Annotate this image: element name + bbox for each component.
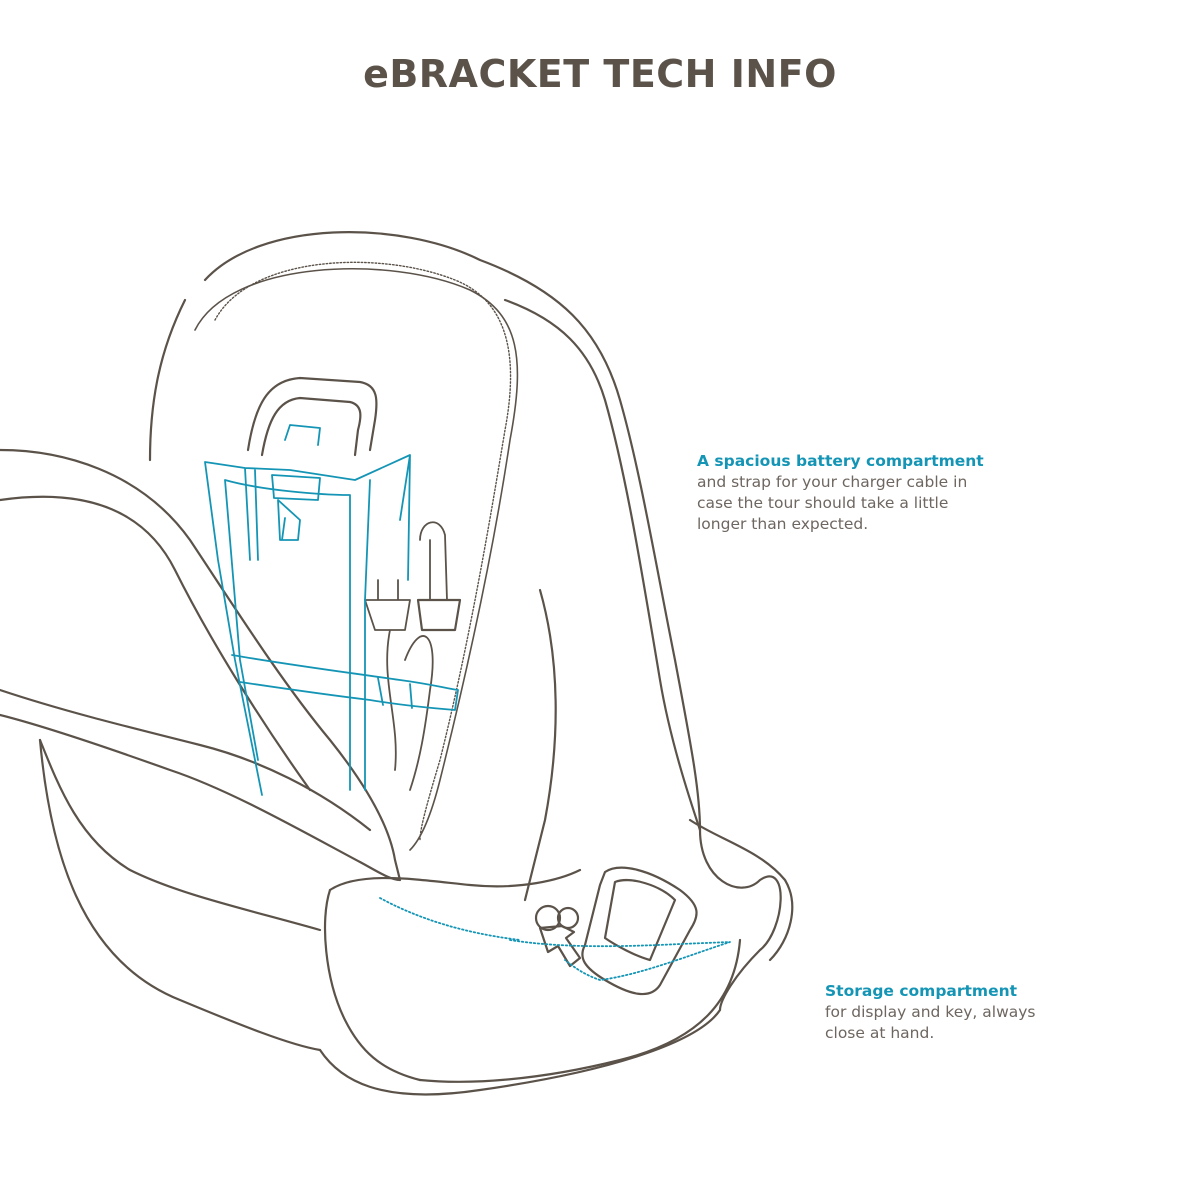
inner-lining xyxy=(194,268,519,851)
battery-compartment xyxy=(204,454,411,796)
pocket-outline xyxy=(328,868,582,892)
front-flap-fold xyxy=(38,738,322,932)
pocket-stitching xyxy=(379,897,731,981)
callout-heading: A spacious battery compartment xyxy=(697,452,984,470)
shell-edge xyxy=(148,298,187,462)
battery-strap xyxy=(231,654,459,711)
callout-text-line: for display and key, always xyxy=(825,1003,1036,1021)
pocket-front xyxy=(323,888,422,1082)
key-shape xyxy=(538,924,582,968)
side-panel xyxy=(523,588,557,902)
front-flap-inner xyxy=(0,495,312,792)
display-device xyxy=(581,866,698,996)
battery-buckle xyxy=(271,424,321,541)
compartment-inner xyxy=(224,479,351,791)
charger-cable xyxy=(364,521,448,791)
battery-top xyxy=(246,376,378,452)
charger-plug xyxy=(416,598,462,632)
key-ring xyxy=(534,904,562,932)
callout-text-line: case the tour should take a little xyxy=(697,494,949,512)
callout-battery-compartment: A spacious battery compartment and strap… xyxy=(697,451,997,535)
shoulder-strap xyxy=(688,818,794,962)
strap-loop xyxy=(377,677,413,709)
callout-text-line: close at hand. xyxy=(825,1024,935,1042)
callout-heading: Storage compartment xyxy=(825,982,1018,1000)
pocket-flap-edge xyxy=(418,938,742,1083)
front-flap-outline xyxy=(0,448,402,882)
callout-text-line: longer than expected. xyxy=(697,515,869,533)
callout-storage-compartment: Storage compartment for display and key,… xyxy=(825,981,1085,1044)
front-flap-lower xyxy=(0,688,372,832)
back-panel-outline xyxy=(503,298,702,832)
callout-text-line: and strap for your charger cable in xyxy=(697,473,968,491)
flap-bottom xyxy=(38,738,322,1052)
inner-seam xyxy=(214,261,512,841)
page-title: eBRACKET TECH INFO xyxy=(363,52,837,96)
backpack-body-outline xyxy=(203,231,782,1096)
